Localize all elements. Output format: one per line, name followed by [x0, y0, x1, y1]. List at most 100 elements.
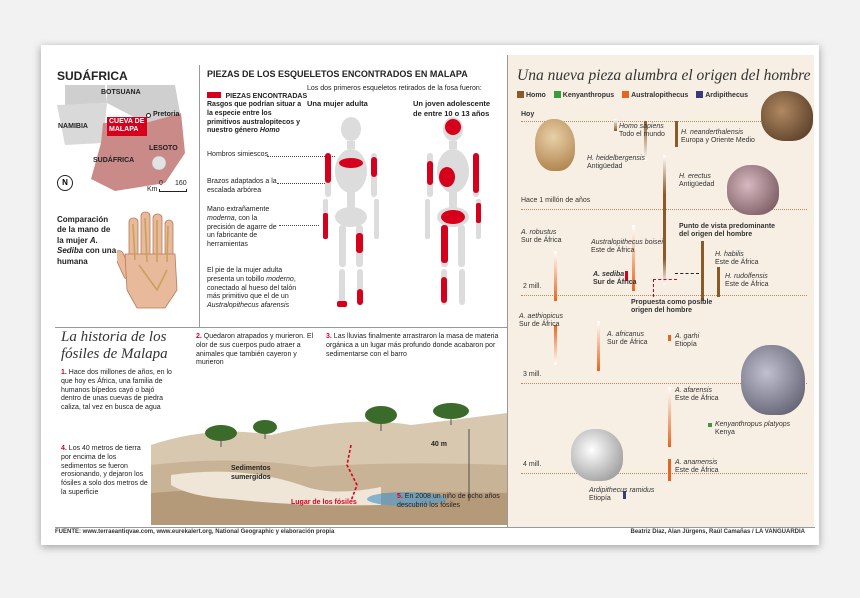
tick-4-mill: 4 mill.: [523, 461, 542, 468]
legend-ardipithecus: Ardipithecus: [696, 91, 748, 99]
tick-2-mill: 2 mill.: [523, 283, 542, 290]
feature-foot-1: El pie de la mujer adulta presenta un to…: [207, 267, 283, 283]
viewpoint-arrow: [675, 273, 699, 274]
skeletons-intro: Rasgos que podrían situar a la especie e…: [207, 101, 303, 136]
step-3-number: 3.: [326, 333, 332, 340]
hand-caption-2: con una humana: [57, 246, 117, 266]
fossils-title: La historia de los fósiles de Malapa: [61, 329, 168, 363]
hand-caption: Comparación de la mano de la mujer A. Se…: [57, 215, 119, 267]
step-3-text: Las lluvias finalmente arrastraron la ma…: [326, 333, 499, 358]
footer-source: FUENTE: www.terraeantiqvae.com, www.eure…: [55, 529, 335, 535]
sediments-label: Sedimentos sumergidos: [231, 465, 271, 481]
gridline-today: [521, 121, 807, 122]
hand-caption-species: A. Sediba: [57, 235, 98, 256]
cave-illustration: [151, 375, 507, 525]
label-viewpoint: Punto de vista predominante del origen d…: [679, 223, 776, 239]
skull-afarensis: [741, 345, 805, 415]
feature-foot: El pie de la mujer adulta presenta un to…: [207, 267, 303, 311]
step-2-number: 2.: [196, 333, 202, 340]
label-adult-female: Una mujer adulta: [307, 99, 368, 108]
feature-foot-species: Australopithecus afarensis: [207, 302, 290, 309]
fossil-step-4: 4. Los 40 metros de tierra por encima de…: [61, 445, 151, 498]
hand-illustration: [113, 210, 197, 310]
feature-foot-2: , conectado al hueso del talón más primi…: [207, 275, 297, 301]
bar-aethiopicus: [554, 325, 557, 365]
feature-hand: Mano extrañamente moderna, con la precis…: [207, 206, 283, 250]
fossil-step-1: 1. Hace dos millones de años, en lo que …: [61, 369, 173, 413]
map-label-pretoria: Pretoria: [153, 111, 180, 118]
skeleton-young-male: [413, 113, 493, 313]
bar-rudolfensis: [717, 267, 720, 297]
map: [55, 83, 193, 195]
feature-hand-1: Mano extrañamente: [207, 206, 270, 213]
step-5-number: 5.: [397, 493, 403, 500]
feature-shoulders: Hombros simiescos: [207, 151, 269, 158]
step-4-text: Los 40 metros de tierra por encima de lo…: [61, 445, 148, 496]
skeletons-title: PIEZAS DE LOS ESQUELETOS ENCONTRADOS EN …: [207, 69, 468, 79]
pointer-shoulders: [267, 156, 335, 157]
fossil-site-label: Lugar de los fósiles: [291, 499, 357, 506]
map-title: SUDÁFRICA: [57, 69, 128, 83]
footer-credits: Beatriz Díaz, Alan Jürgens, Raúl Camañas…: [630, 529, 805, 535]
gridline-3-mill: [521, 383, 807, 384]
infographic-sheet: SUDÁFRICA BOTSUANA NAMIBIA Pretoria CUEV…: [41, 45, 819, 545]
fossil-step-5: 5. En 2008 un niño de ocho años descubri…: [397, 493, 501, 511]
map-label-cave: CUEVA DE MALAPA: [107, 117, 147, 136]
tick-1-mill: Hace 1 millón de años: [521, 197, 591, 204]
bar-sapiens: [614, 119, 617, 131]
map-label-lesotho: LESOTO: [149, 145, 178, 152]
gridline-2-mill: [521, 295, 807, 296]
divider-vertical-left: [199, 65, 200, 327]
tick-3-mill: 3 mill.: [523, 371, 542, 378]
scale-160: 160: [175, 180, 187, 187]
depth-label: 40 m: [431, 441, 447, 448]
legend-red-square: [207, 92, 221, 98]
bar-ramidus: [623, 491, 626, 499]
skeletons-intro-genus: Homo: [259, 127, 280, 135]
step-4-number: 4.: [61, 445, 67, 452]
pretoria-marker: [146, 113, 151, 118]
timeline-title: Una nueva pieza alumbra el origen del ho…: [517, 67, 811, 84]
feature-foot-modern: moderno: [266, 275, 294, 283]
bar-afarensis: [668, 387, 671, 447]
bar-sediba: [625, 271, 628, 281]
skeletons-intro-text: Rasgos que podrían situar a la especie e…: [207, 101, 302, 135]
skeleton-adult-female: [311, 113, 391, 313]
bar-neanderthalensis: [675, 121, 678, 147]
skeletons-legend: PIEZAS ENCONTRADAS: [207, 85, 307, 103]
step-1-text: Hace dos millones de años, en lo que hoy…: [61, 369, 172, 411]
skeletons-retrieved: Los dos primeros esqueletos retirados de…: [307, 85, 482, 92]
legend-kenyanthropus: Kenyanthropus: [553, 91, 614, 99]
fossil-step-2: 2. Quedaron atrapados y murieron. El olo…: [196, 333, 316, 368]
feature-hand-modern: moderna: [207, 214, 235, 222]
label-proposal: Propuesta como posible origen del hombre: [631, 299, 713, 315]
pointer-hand: [279, 225, 319, 226]
skull-erectus: [727, 165, 779, 215]
fossil-step-3: 3. Las lluvias finalmente arrastraron la…: [326, 333, 504, 359]
hand-caption-1: Comparación de la mano de la mujer: [57, 215, 111, 245]
legend-australopithecus: Australopithecus: [622, 91, 688, 99]
proposal-arrow: [653, 279, 677, 297]
map-shape: [57, 85, 185, 191]
divider-vertical-right: [507, 55, 508, 527]
bar-platyops: [708, 423, 712, 427]
feature-hand-2: , con la precisión de agarre de un fabri…: [207, 214, 277, 248]
bar-erectus: [663, 155, 666, 285]
feature-arms: Brazos adaptados a la escalada arbórea: [207, 178, 277, 194]
bar-habilis: [701, 241, 704, 301]
bar-boisei: [632, 225, 635, 291]
divider-horizontal-left: [55, 327, 507, 328]
bar-heidelbergensis: [644, 121, 647, 161]
